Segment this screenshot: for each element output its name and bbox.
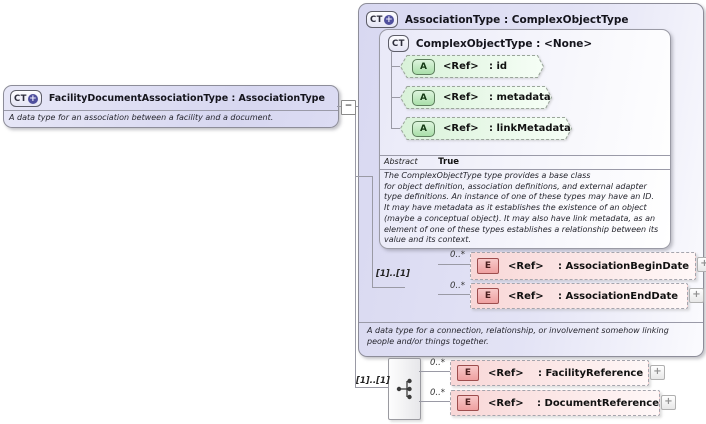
connector-line	[438, 294, 470, 295]
connector-line	[391, 52, 392, 128]
association-type-description: A data type for a connection, relationsh…	[367, 326, 669, 346]
attribute-row-link-metadata[interactable]: A <Ref> : linkMetadata	[400, 117, 572, 140]
attribute-ref: <Ref>	[443, 61, 479, 72]
attribute-ref: <Ref>	[443, 92, 479, 103]
occurs-label: 0..*	[430, 358, 446, 368]
divider	[4, 110, 338, 111]
divider	[359, 322, 703, 323]
complex-type-icon-label: CT	[14, 93, 27, 104]
element-name: : DocumentReference	[537, 397, 659, 409]
complex-type-icon: CT +	[10, 90, 42, 107]
abstract-facet: Abstract True	[384, 157, 459, 167]
association-type-header: CT + AssociationType : ComplexObjectType	[366, 11, 628, 28]
connector-line	[372, 287, 405, 288]
attribute-ref: <Ref>	[443, 123, 479, 134]
element-row-document-reference[interactable]: 0..* E <Ref> : DocumentReference +	[430, 388, 676, 416]
connector-line	[355, 176, 372, 177]
element-ref: <Ref>	[488, 397, 524, 409]
sequence-group-icon[interactable]	[388, 358, 421, 420]
attribute-row-metadata[interactable]: A <Ref> : metadata	[400, 86, 552, 109]
attribute-icon: A	[412, 58, 435, 75]
cardinality-label: [1]..[1]	[376, 269, 410, 279]
connector-line	[372, 176, 373, 288]
complex-type-icon: CT	[388, 35, 409, 52]
connector-line	[419, 401, 450, 402]
complex-object-type-header: CT ComplexObjectType : <None>	[388, 35, 592, 52]
divider	[380, 169, 670, 170]
element-ref: <Ref>	[488, 367, 524, 379]
collapse-toggle[interactable]: −	[341, 100, 356, 115]
expand-button[interactable]: +	[650, 365, 665, 380]
attribute-row-id[interactable]: A <Ref> : id	[400, 55, 544, 78]
element-row-association-end-date[interactable]: 0..* E <Ref> : AssociationEndDate +	[450, 281, 704, 309]
occurs-label: 0..*	[450, 281, 466, 291]
expand-button[interactable]: +	[661, 395, 676, 410]
element-row-association-begin-date[interactable]: 0..* E <Ref> : AssociationBeginDate +	[450, 250, 706, 280]
complex-type-icon: CT +	[366, 11, 398, 28]
element-name: : AssociationEndDate	[558, 290, 679, 302]
association-type-box: CT + AssociationType : ComplexObjectType…	[358, 3, 704, 357]
connector-line	[391, 66, 400, 67]
connector-line	[419, 371, 450, 372]
element-icon: E	[457, 395, 479, 411]
expand-button[interactable]: +	[697, 257, 706, 272]
facility-document-association-type-title: FacilityDocumentAssociationType : Associ…	[48, 93, 325, 104]
complex-object-type-box: CT ComplexObjectType : <None> A <Ref> : …	[379, 29, 671, 249]
complex-object-type-description: The ComplexObjectType type provides a ba…	[384, 171, 659, 245]
element-name: : AssociationBeginDate	[558, 260, 690, 272]
abstract-value: True	[438, 157, 460, 167]
connector-line	[391, 128, 400, 129]
plus-badge-icon: +	[383, 14, 394, 25]
expand-button[interactable]: +	[689, 288, 704, 303]
connector-line	[438, 264, 470, 265]
occurs-label: 0..*	[450, 250, 466, 260]
element-name: : FacilityReference	[538, 367, 644, 379]
element-ref: <Ref>	[508, 290, 544, 302]
connector-line	[355, 387, 388, 388]
plus-badge-icon: +	[27, 93, 38, 104]
facility-document-association-type-description: A data type for an association between a…	[9, 113, 274, 122]
attribute-icon: A	[412, 89, 435, 106]
element-icon: E	[457, 365, 479, 381]
complex-type-icon-label: CT	[370, 14, 383, 25]
cardinality-label: [1]..[1]	[356, 376, 390, 386]
facility-document-association-type-box: CT + FacilityDocumentAssociationType : A…	[3, 85, 339, 128]
connector-line	[391, 97, 400, 98]
divider	[380, 155, 670, 156]
abstract-label: Abstract	[384, 157, 418, 166]
sequence-glyph-icon	[396, 378, 412, 400]
association-type-title: AssociationType : ComplexObjectType	[404, 13, 629, 26]
connector-line	[355, 106, 356, 388]
element-ref: <Ref>	[508, 260, 544, 272]
element-icon: E	[477, 288, 499, 304]
occurs-label: 0..*	[430, 388, 446, 398]
complex-type-icon-label: CT	[392, 38, 405, 49]
facility-document-association-type-header: CT + FacilityDocumentAssociationType : A…	[10, 90, 325, 107]
complex-object-type-title: ComplexObjectType : <None>	[415, 37, 593, 50]
element-icon: E	[477, 258, 499, 274]
attribute-name: : metadata	[489, 92, 551, 103]
element-row-facility-reference[interactable]: 0..* E <Ref> : FacilityReference +	[430, 358, 665, 386]
attribute-icon: A	[412, 120, 435, 137]
attribute-name: : id	[489, 61, 508, 72]
attribute-name: : linkMetadata	[489, 123, 571, 134]
